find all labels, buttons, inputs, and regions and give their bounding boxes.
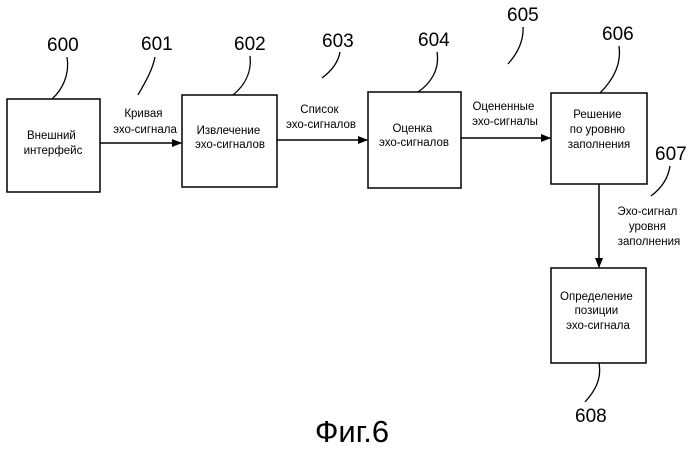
- ref-number-608: 608: [575, 406, 607, 427]
- leader-603: [322, 52, 340, 78]
- external-interface-label-line: интерфейс: [24, 145, 83, 157]
- figure-caption: Фиг.6: [315, 414, 389, 449]
- leader-601: [138, 57, 155, 95]
- ref-number-605: 605: [507, 5, 539, 26]
- leader-604: [418, 52, 438, 92]
- leader-600: [52, 57, 68, 99]
- external-interface-label-line: Внешний: [27, 130, 76, 142]
- fill-level-echo-label-line: Эхо-сигнал: [617, 206, 677, 218]
- echo-extraction-label: Извлечение эхо-сигналов: [195, 125, 265, 151]
- echo-position-label: Определение позиции эхо-сигнала: [560, 291, 636, 332]
- ref-number-603: 603: [322, 31, 354, 52]
- echo-evaluation-label-line: Оценка: [392, 123, 432, 135]
- echo-extraction-label-line: эхо-сигналов: [195, 139, 265, 151]
- ref-number-606: 606: [602, 24, 634, 45]
- fill-level-echo-label-line: уровня: [629, 221, 666, 233]
- echo-curve-label-line: эхо-сигнала: [113, 124, 177, 136]
- external-interface-label: Внешний интерфейс: [24, 130, 83, 157]
- leader-605: [508, 27, 523, 64]
- echo-position-label-line: эхо-сигнала: [566, 320, 630, 332]
- echo-curve-label-line: Кривая: [124, 108, 162, 120]
- echo-evaluation-label-line: эхо-сигналов: [379, 137, 449, 149]
- fill-level-decision-label-line: Решение: [573, 109, 621, 121]
- leader-602: [233, 56, 250, 95]
- evaluated-echoes-label-line: Оцененные: [472, 101, 534, 113]
- ref-number-602: 602: [234, 34, 266, 55]
- echo-list-label-line: эхо-сигналов: [286, 119, 356, 131]
- ref-number-600: 600: [47, 35, 79, 56]
- evaluated-echoes-label-line: эхо-сигналы: [472, 116, 538, 128]
- echo-curve-label: Кривая эхо-сигнала: [113, 108, 177, 136]
- leader-608: [585, 363, 600, 402]
- echo-list-label-line: Список: [300, 104, 339, 116]
- echo-evaluation-label: Оценка эхо-сигналов: [379, 123, 449, 149]
- echo-position-label-line: Определение: [560, 291, 633, 303]
- fill-level-echo-label: Эхо-сигнал уровня заполнения: [617, 206, 680, 248]
- fill-level-decision-label-line: заполнения: [568, 139, 631, 151]
- fill-level-echo-label-line: заполнения: [618, 236, 681, 248]
- echo-list-label: Список эхо-сигналов: [286, 104, 356, 131]
- leader-607: [651, 166, 670, 196]
- fill-level-decision-label-line: по уровню: [570, 124, 626, 136]
- ref-number-601: 601: [141, 34, 173, 55]
- leader-606: [600, 46, 620, 93]
- evaluated-echoes-label: Оцененные эхо-сигналы: [472, 101, 538, 128]
- fill-level-decision-label: Решение по уровню заполнения: [568, 109, 631, 151]
- ref-number-607: 607: [655, 144, 687, 165]
- ref-number-604: 604: [418, 30, 450, 51]
- echo-extraction-label-line: Извлечение: [197, 125, 261, 137]
- echo-position-label-line: позиции: [575, 305, 619, 317]
